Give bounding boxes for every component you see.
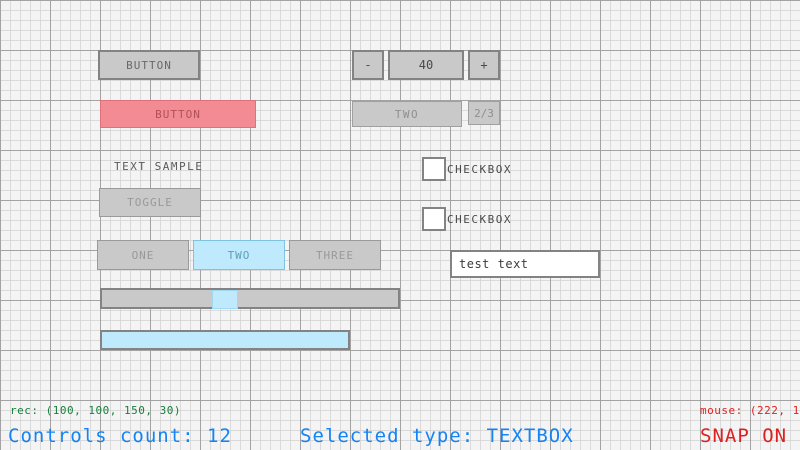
status-controls-count: Controls count: 12 — [8, 425, 232, 447]
toggle-group-item-two[interactable]: TWO — [193, 240, 285, 270]
progress-bar-fill — [102, 332, 348, 348]
slider-handle[interactable] — [212, 290, 238, 309]
checkbox-icon[interactable] — [422, 157, 446, 181]
textbox[interactable]: test text — [450, 250, 600, 278]
slider[interactable] — [100, 288, 400, 309]
progress-bar[interactable] — [100, 330, 350, 350]
checkbox-row-1[interactable]: CHECKBOX — [422, 157, 512, 181]
toggle-group-item-three[interactable]: THREE — [289, 240, 381, 270]
toggle-button[interactable]: TOGGLE — [99, 188, 201, 217]
checkbox-icon[interactable] — [422, 207, 446, 231]
spinner-decrement-button[interactable]: - — [352, 50, 384, 80]
checkbox-row-2[interactable]: CHECKBOX — [422, 207, 512, 231]
label-text-sample: TEXT SAMPLE — [114, 159, 204, 173]
combobox[interactable]: TWO — [352, 101, 462, 127]
button-normal[interactable]: BUTTON — [98, 50, 200, 80]
toggle-group-item-one[interactable]: ONE — [97, 240, 189, 270]
checkbox-label: CHECKBOX — [447, 162, 512, 176]
combobox-index-indicator[interactable]: 2/3 — [468, 101, 500, 125]
textbox-value: test text — [459, 257, 529, 271]
status-snap-mode[interactable]: SNAP ON — [700, 425, 788, 447]
button-selected[interactable]: BUTTON — [100, 100, 256, 128]
spinner-value[interactable]: 40 — [388, 50, 464, 80]
spinner-increment-button[interactable]: + — [468, 50, 500, 80]
status-selected-type: Selected type: TEXTBOX — [300, 425, 574, 447]
toggle-group-item-label: ONE — [131, 248, 155, 262]
toggle-group-item-label: THREE — [315, 248, 355, 262]
toggle-group-item-label: TWO — [227, 248, 251, 262]
status-rec-coordinates: rec: (100, 100, 150, 30) — [10, 404, 181, 417]
checkbox-label: CHECKBOX — [447, 212, 512, 226]
status-mouse-position: mouse: (222, 123) — [700, 404, 800, 417]
